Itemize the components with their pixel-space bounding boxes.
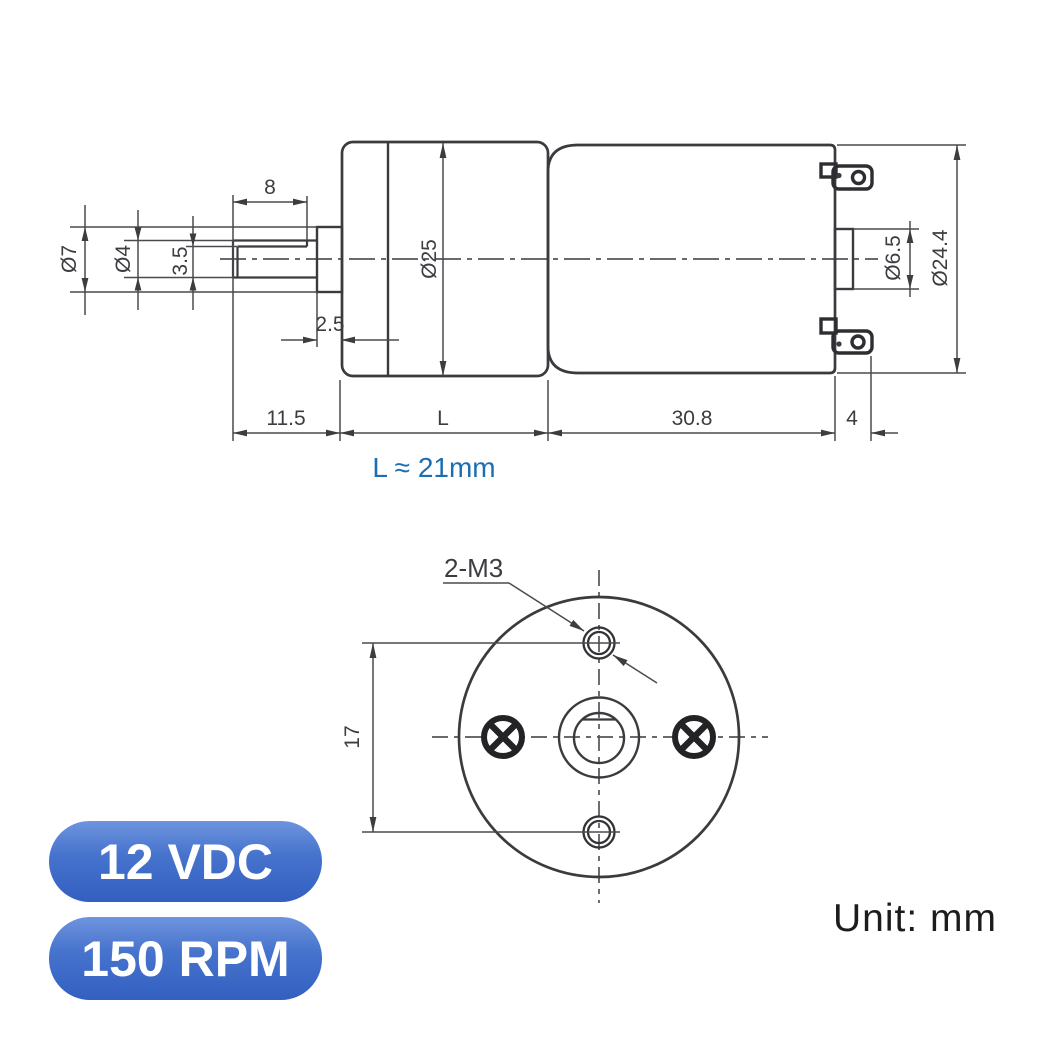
dim-hole-spacing: 17 bbox=[341, 725, 364, 748]
front-view: 17 2-M3 bbox=[341, 553, 768, 903]
voltage-badge-label: 12 VDC bbox=[97, 833, 274, 890]
dim-shaft-support-dia: Ø7 bbox=[58, 245, 81, 273]
dim-shaft-extension: 11.5 bbox=[266, 407, 305, 430]
dim-gearbox-length: L bbox=[437, 407, 449, 430]
terminal-bottom bbox=[819, 317, 874, 355]
terminal-bottom-rivet bbox=[836, 341, 842, 347]
shaft-hole-circle bbox=[572, 711, 626, 765]
motor-outline bbox=[546, 143, 837, 375]
screw-left bbox=[481, 715, 525, 759]
rear-boss bbox=[833, 227, 855, 291]
screw-right bbox=[672, 715, 716, 759]
dim-shaft-dia: Ø4 bbox=[112, 245, 135, 273]
terminal-top-hole bbox=[850, 169, 867, 186]
dim-rear-boss-dia: Ø6.5 bbox=[882, 235, 905, 281]
unit-note: Unit: mm bbox=[833, 897, 997, 940]
output-shaft bbox=[231, 239, 317, 279]
dim-terminal-depth: 4 bbox=[846, 407, 858, 430]
dim-mount-holes: 2-M3 bbox=[444, 553, 503, 583]
dim-gearbox-dia: Ø25 bbox=[418, 239, 441, 279]
motor-face-circle bbox=[457, 595, 741, 879]
dim-shaft-flat-length: 8 bbox=[264, 176, 276, 199]
terminal-top bbox=[819, 162, 874, 191]
speed-badge: 150 RPM bbox=[49, 917, 322, 1000]
side-view-dimensions: Ø7 Ø4 3.5 8 2.5 Ø25 bbox=[58, 143, 966, 483]
dim-motor-length: 30.8 bbox=[672, 407, 713, 430]
dim-bushing-protrusion: 2.5 bbox=[315, 313, 344, 336]
front-view-dimensions: 17 2-M3 bbox=[341, 553, 658, 833]
speed-badge-label: 150 RPM bbox=[81, 930, 290, 987]
shaft-bushing bbox=[315, 225, 344, 294]
dim-shaft-flat-height: 3.5 bbox=[169, 246, 192, 275]
terminal-bottom-hole bbox=[850, 334, 866, 350]
center-boss-circle bbox=[557, 696, 641, 779]
terminal-top-rivet bbox=[836, 172, 842, 179]
voltage-badge: 12 VDC bbox=[49, 821, 322, 902]
dim-motor-dia: Ø24.4 bbox=[929, 229, 952, 287]
side-view bbox=[220, 140, 878, 378]
gearbox-length-note: L ≈ 21mm bbox=[372, 452, 495, 483]
